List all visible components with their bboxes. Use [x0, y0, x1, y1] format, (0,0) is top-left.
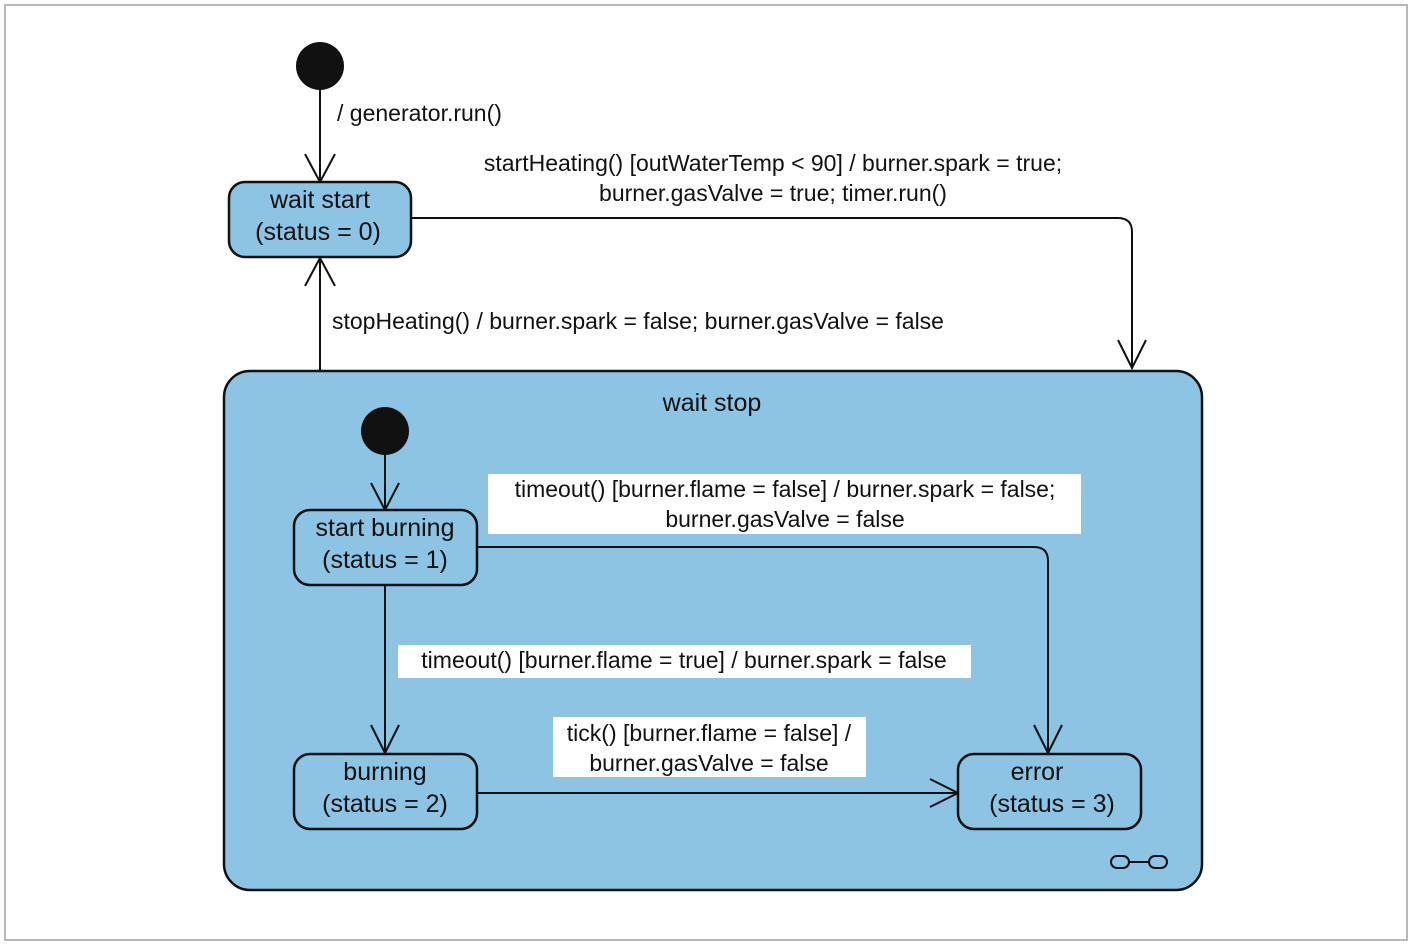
state-error-status: (status = 3) — [989, 790, 1115, 818]
transition-stop-heating-label: stopHeating() / burner.spark = false; bu… — [332, 308, 944, 334]
initial-state-inner — [361, 407, 409, 455]
arrowhead-start-heating — [1117, 339, 1147, 371]
state-wait-start-name: wait start — [269, 186, 370, 214]
state-start-burning-name: start burning — [316, 514, 455, 542]
transition-tick-label-1: tick() [burner.flame = false] / — [567, 720, 852, 746]
transition-tick-label-bg — [553, 717, 866, 777]
arrowhead-stop-heating — [304, 255, 336, 287]
transition-timeout-no-flame-label-2: burner.gasValve = false — [665, 506, 904, 532]
composite-state-icon — [1110, 855, 1168, 869]
state-error-name: error — [1011, 758, 1064, 786]
state-error[interactable] — [956, 752, 1143, 831]
state-burning-name: burning — [343, 758, 426, 786]
state-wait-start-status: (status = 0) — [255, 218, 381, 246]
state-burning-status: (status = 2) — [322, 790, 448, 818]
state-wait-stop-label: wait stop — [662, 389, 762, 417]
transition-timeout-no-flame-label-1: timeout() [burner.flame = false] / burne… — [515, 476, 1056, 502]
transition-timeout-flame-label-bg — [398, 645, 971, 678]
transition-timeout-no-flame — [477, 546, 1049, 753]
transition-start-heating-label-2: burner.gasValve = true; timer.run() — [599, 180, 947, 206]
transition-timeout-flame-label: timeout() [burner.flame = true] / burner… — [421, 647, 946, 673]
transition-initial-top-label: / generator.run() — [337, 100, 502, 126]
transition-start-heating — [411, 217, 1133, 368]
transition-tick-label-2: burner.gasValve = false — [589, 750, 828, 776]
state-start-burning-status: (status = 1) — [322, 546, 448, 574]
initial-state-top — [296, 42, 344, 90]
state-burning[interactable] — [292, 752, 479, 831]
transition-timeout-no-flame-label-bg — [488, 474, 1081, 534]
transition-start-heating-label-1: startHeating() [outWaterTemp < 90] / bur… — [484, 150, 1062, 176]
